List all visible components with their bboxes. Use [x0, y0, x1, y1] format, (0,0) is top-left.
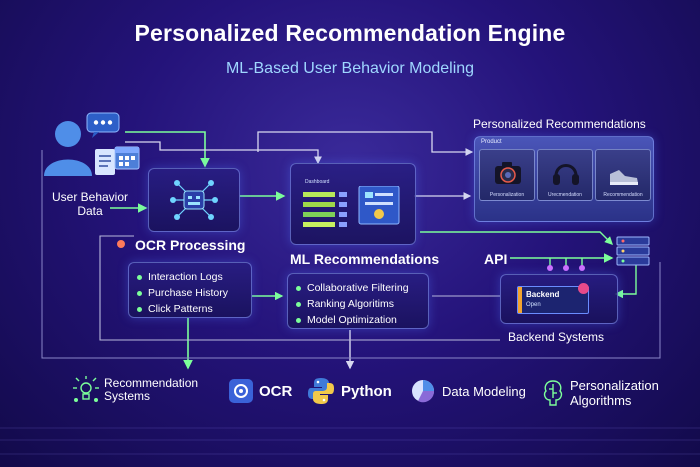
backend-badge-icon: [578, 283, 589, 294]
connector-feedback-loop: [99, 235, 500, 341]
tool-personalization-algorithms: Personalization Algorithms: [540, 378, 659, 408]
list-item: Click Patterns: [137, 301, 243, 317]
api-label: API: [484, 251, 508, 267]
recommendations-title: Personalized Recommendations: [473, 117, 646, 131]
product-tile-camera[interactable]: Personalization: [479, 149, 535, 201]
backend-open-button[interactable]: Open: [526, 302, 541, 308]
ml-dashboard-card[interactable]: Dashboard: [290, 163, 416, 245]
backend-systems-card[interactable]: Backend Open: [500, 274, 618, 324]
user-icon: [44, 121, 92, 176]
ocr-processing-card[interactable]: [148, 168, 240, 232]
product-tile-shoe[interactable]: Recommendation: [595, 149, 651, 201]
lightbulb-network-icon: [73, 376, 99, 402]
tool-python: Python: [306, 376, 392, 406]
connector-message-to-ocr: [125, 131, 210, 168]
calendar-icon: [114, 146, 140, 170]
recommendations-panel[interactable]: Product Personalization Urecmendation Re…: [474, 136, 654, 222]
page-subtitle: ML-Based User Behavior Modeling: [225, 60, 475, 77]
tool-ocr: OCR: [228, 378, 292, 404]
floor-grid: [0, 427, 700, 455]
pie-chart-icon: [412, 380, 435, 403]
page-title: Personalized Recommendation Engine: [134, 20, 566, 46]
server-rack-icon: [616, 236, 650, 266]
backend-systems-title: Backend Systems: [508, 330, 605, 344]
chat-bubble-icon: [86, 112, 120, 138]
user-behavior-label: User Behavior Data: [51, 190, 129, 218]
ocr-processing-title: OCR Processing: [135, 237, 246, 253]
backend-window-bar: [518, 287, 522, 313]
list-item: Interaction Logs: [137, 269, 243, 285]
document-icon: [95, 149, 115, 175]
ml-items-card: Collaborative Filtering Ranking Algoriti…: [287, 273, 429, 329]
product-tile-headphones[interactable]: Urecmendation: [537, 149, 593, 201]
ocr-gear-icon: [229, 379, 253, 403]
ml-recommendations-title: ML Recommendations: [290, 251, 440, 267]
list-item: Collaborative Filtering: [296, 280, 420, 296]
connector-to-ml-top: [125, 141, 322, 165]
backend-mini-window[interactable]: Backend Open: [517, 283, 589, 314]
python-logo-icon: [308, 378, 334, 404]
list-item: Model Optimization: [296, 312, 420, 328]
camera-icon: [495, 162, 521, 184]
connector-api-to-backend: [549, 258, 583, 266]
brain-circuit-icon: [543, 380, 563, 406]
user-behavior-node: [42, 112, 142, 202]
dashboard-widgets: [303, 186, 400, 227]
connector-outer-loop: [41, 150, 661, 359]
ocr-items-card: Interaction Logs Purchase History Click …: [128, 262, 252, 318]
network-icon: [170, 180, 218, 220]
connector-rack-to-backend: [614, 262, 637, 299]
list-item: Purchase History: [137, 285, 243, 301]
tool-recommendation-systems: Recommendation Systems: [72, 376, 198, 404]
product-panel-header: Product: [481, 139, 502, 145]
ocr-indicator-icon: [117, 240, 125, 248]
headphones-icon: [553, 164, 579, 185]
list-item: Ranking Algoritims: [296, 296, 420, 312]
tool-data-modeling: Data Modeling: [410, 378, 526, 404]
dashboard-panel-header: Dashboard: [305, 179, 330, 185]
connector-rec-to-rack: [420, 231, 613, 245]
backend-card-title: Backend: [526, 290, 560, 299]
shoe-icon: [610, 170, 638, 185]
connector-to-recommendations-top: [257, 131, 474, 156]
